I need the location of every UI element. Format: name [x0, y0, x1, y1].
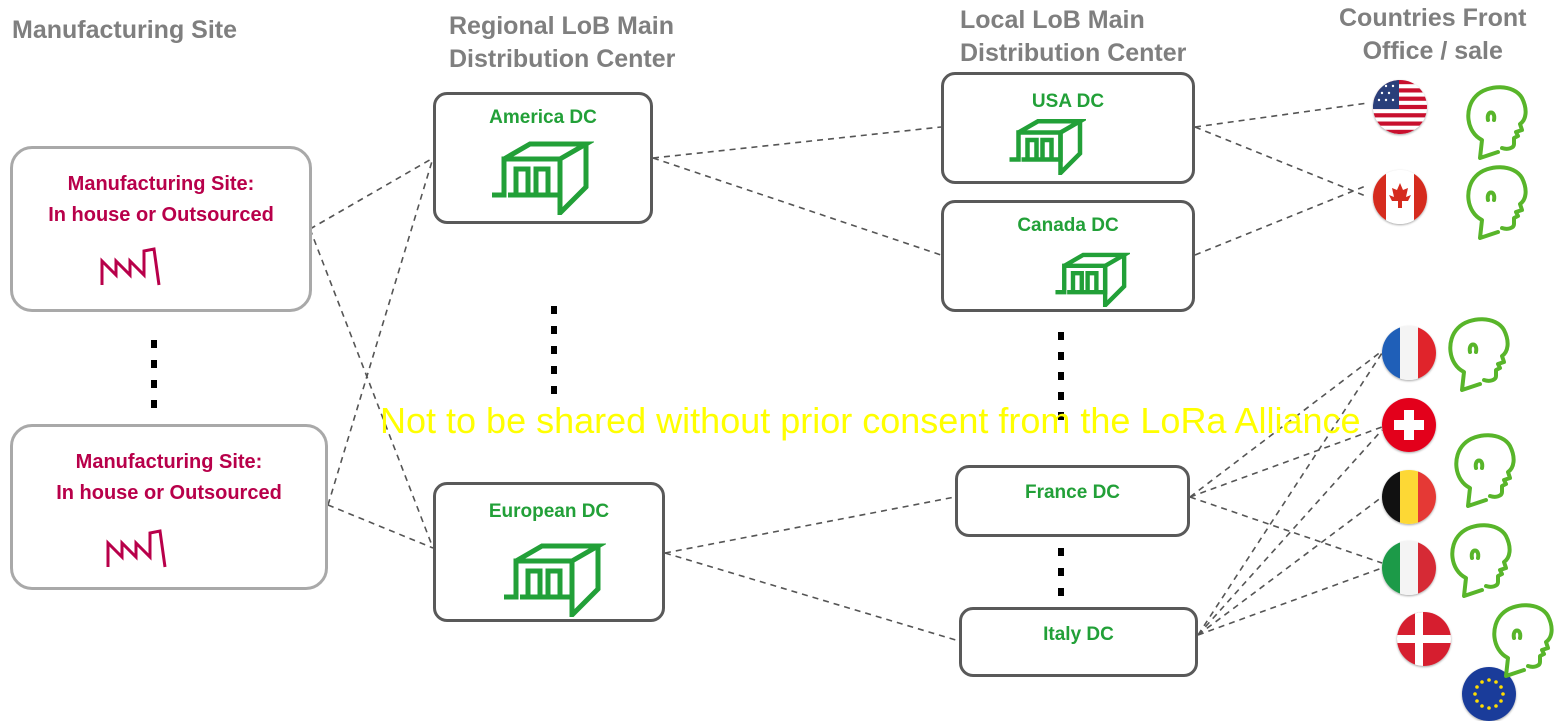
denmark-flag-icon: [1397, 612, 1451, 666]
customer-head-icon: [1448, 317, 1510, 392]
regional-dc-box: America DC: [433, 92, 653, 224]
italy-flag-icon: [1382, 541, 1436, 595]
regional-dc-box: European DC: [433, 482, 665, 622]
warehouse-icon: [492, 141, 594, 215]
manufacturing-site-label: Manufacturing Site: In house or Outsourc…: [48, 173, 274, 226]
local-dc-label: USA DC: [1031, 91, 1105, 112]
factory-icon: [100, 247, 161, 286]
warehouse-icon: [1055, 252, 1130, 307]
local-dc-box: USA DC: [941, 72, 1195, 184]
manufacturing-site-box: Manufacturing Site: In house or Outsourc…: [10, 146, 312, 312]
ellipsis-dots: [1058, 548, 1064, 608]
manufacturing-site-label: Manufacturing Site: In house or Outsourc…: [56, 451, 282, 504]
france-flag-icon: [1382, 326, 1436, 380]
customer-head-icon: [1466, 85, 1528, 160]
column-heading-manufacturing: Manufacturing Site: [12, 16, 238, 44]
local-dc-label: France DC: [1024, 482, 1121, 503]
usa-flag-icon: [1373, 80, 1427, 134]
customer-head-icon: [1466, 165, 1528, 240]
local-dc-box: Italy DC: [959, 607, 1198, 677]
ellipsis-dots: [551, 306, 557, 406]
column-heading-countries: Countries Front Office / sale: [1339, 4, 1527, 65]
customer-head-icon: [1492, 603, 1554, 678]
factory-icon: [106, 529, 167, 568]
local-dc-box: Canada DC: [941, 200, 1195, 312]
warehouse-icon: [1009, 119, 1086, 175]
regional-dc-label: European DC: [488, 501, 610, 522]
customer-head-icon: [1450, 523, 1512, 598]
switzerland-flag-icon: [1382, 398, 1436, 452]
warehouse-icon: [504, 543, 606, 617]
watermark-text: Not to be shared without prior consent f…: [380, 400, 1361, 441]
column-heading-regional: Regional LoB Main Distribution Center: [449, 12, 676, 73]
column-heading-local: Local LoB Main Distribution Center: [960, 6, 1187, 67]
local-dc-label: Italy DC: [1043, 624, 1114, 645]
regional-dc-label: America DC: [489, 107, 597, 128]
local-dc-label: Canada DC: [1017, 215, 1119, 236]
customer-head-icon: [1454, 433, 1516, 508]
canada-flag-icon: [1373, 170, 1427, 224]
ellipsis-dots: [151, 340, 157, 420]
local-dc-box: France DC: [955, 465, 1190, 537]
manufacturing-site-box: Manufacturing Site: In house or Outsourc…: [10, 424, 328, 590]
ellipsis-dots: [1058, 332, 1064, 432]
belgium-flag-icon: [1382, 470, 1436, 524]
